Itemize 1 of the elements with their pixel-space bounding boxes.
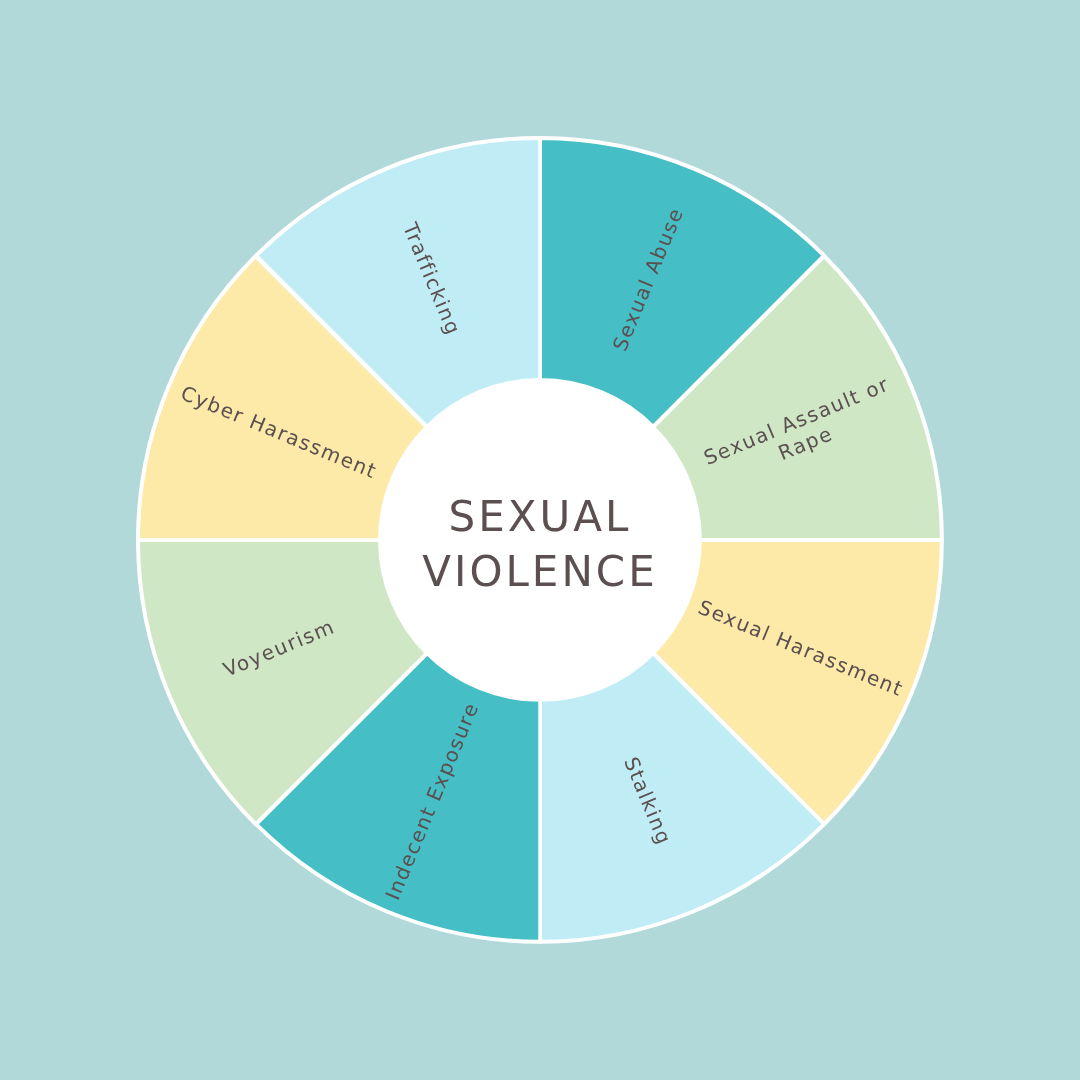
- center-label: SEXUAL VIOLENCE: [421, 490, 659, 598]
